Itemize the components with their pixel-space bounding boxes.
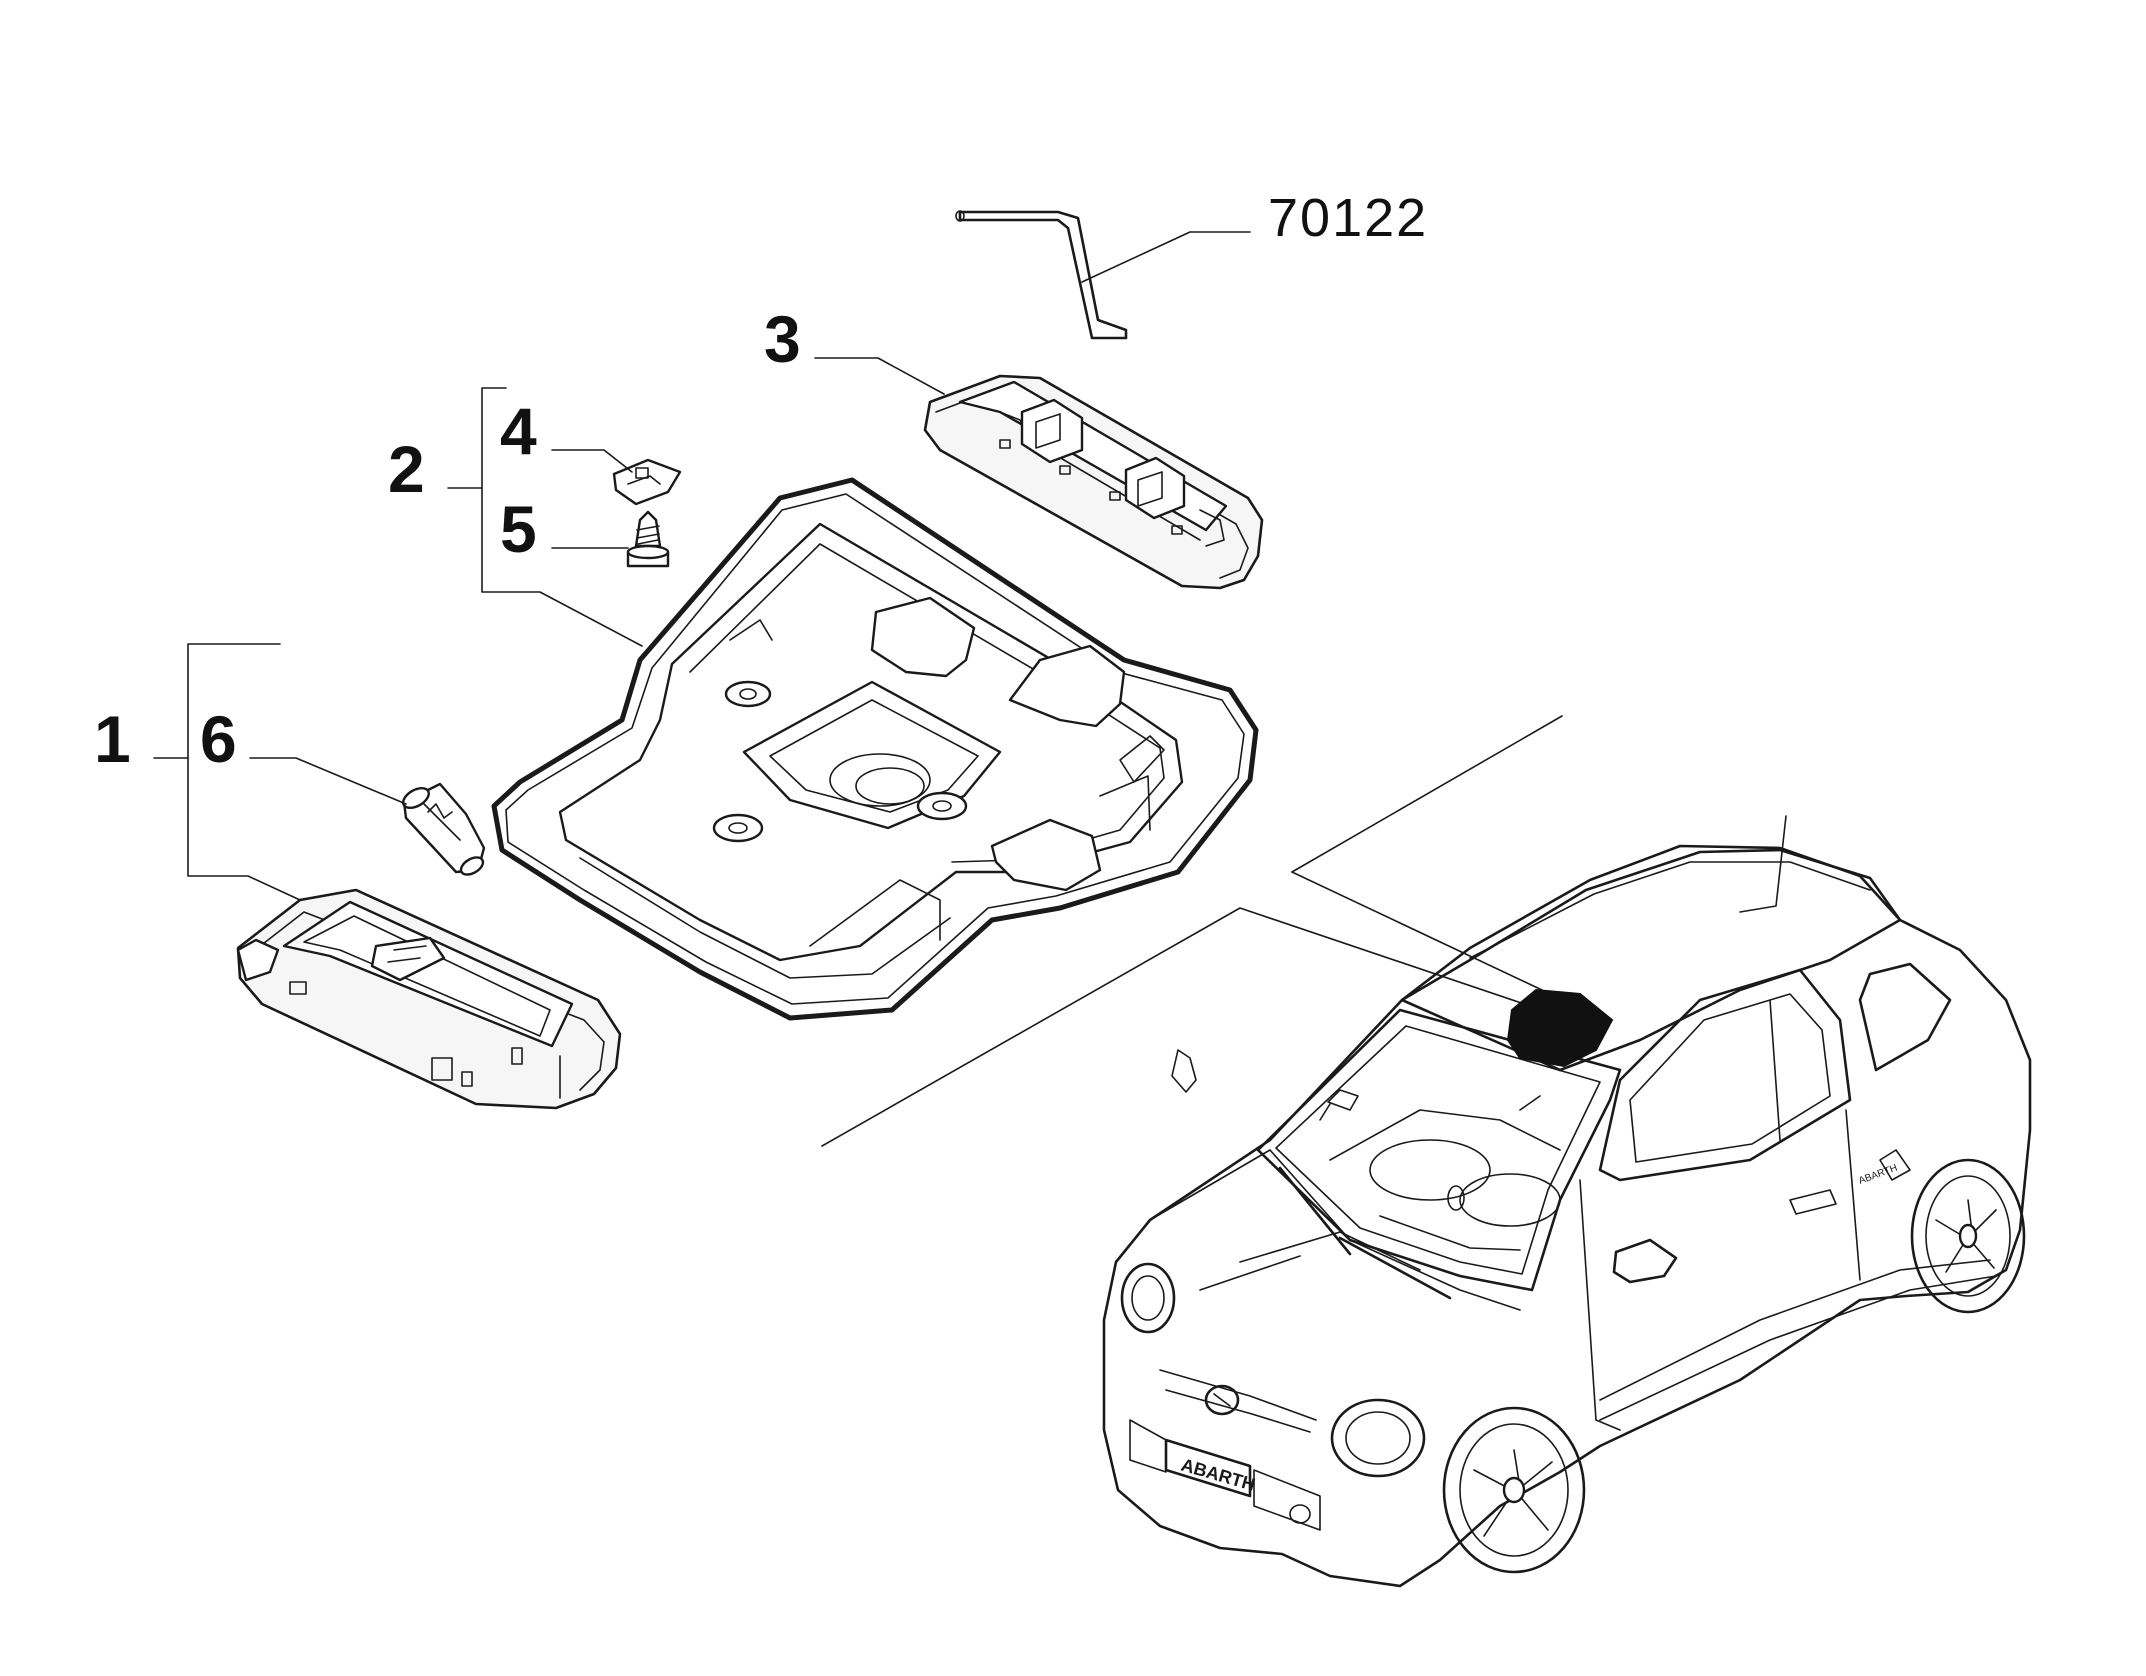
callout-70122: 70122 xyxy=(1268,188,1428,248)
plate-badge-text: ABARTH xyxy=(1179,1455,1258,1495)
roof-antenna-leader xyxy=(1739,815,1787,913)
callout-5: 5 xyxy=(500,492,537,566)
bracket-2 xyxy=(481,387,643,647)
callout-4: 4 xyxy=(500,394,537,468)
leader-3 xyxy=(814,357,945,395)
wire-tool-part[interactable] xyxy=(955,210,1128,340)
callout-1: 1 xyxy=(94,702,131,776)
headliner-housing-part-2[interactable] xyxy=(491,477,1259,1021)
callout-2: 2 xyxy=(388,432,425,506)
guide-line-lower xyxy=(821,907,1543,1147)
callout-3: 3 xyxy=(764,302,801,376)
leader-4 xyxy=(551,449,633,473)
callout-6: 6 xyxy=(200,702,237,776)
courtesy-lamp-part-1[interactable] xyxy=(236,888,622,1110)
headliner-location-highlight xyxy=(1506,988,1614,1068)
side-badge-text: ABARTH xyxy=(1857,1163,1899,1187)
leader-6 xyxy=(249,757,407,805)
screw-part-5[interactable] xyxy=(626,510,670,568)
leader-70122 xyxy=(1081,231,1251,283)
guide-line-upper xyxy=(1291,715,1563,873)
lamp-unit-part-3[interactable] xyxy=(923,374,1264,590)
guide-line-mid xyxy=(1291,871,1543,991)
car-overview: ABARTH ABARTH xyxy=(1102,844,2032,1588)
bulb-part-6[interactable] xyxy=(400,782,486,878)
bracket-1 xyxy=(187,643,301,901)
